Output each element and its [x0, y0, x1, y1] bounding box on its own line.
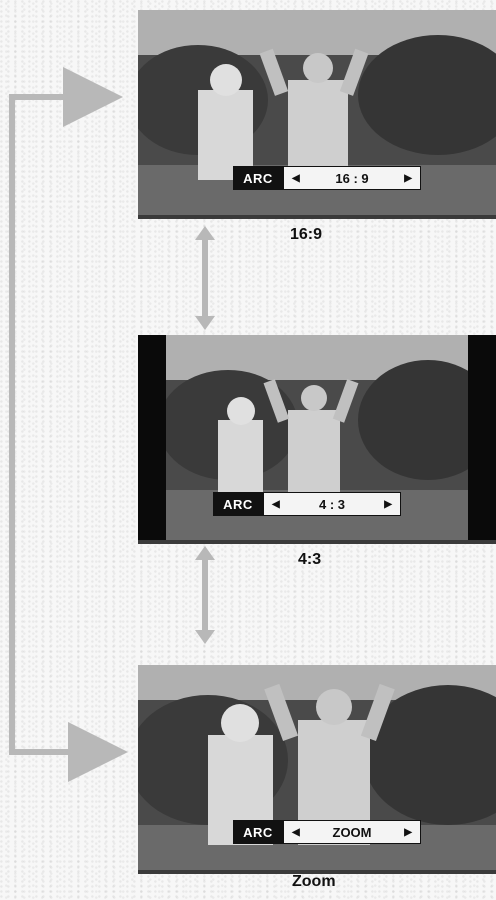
tv-screen-16-9: ARC ◀ 16 : 9 ▶: [138, 10, 496, 219]
arrow-169-43-down: [195, 316, 215, 330]
arrow-left-icon[interactable]: ◀: [292, 173, 300, 184]
arrow-43-zoom-down: [195, 630, 215, 644]
arc-value-box[interactable]: ◀ ZOOM ▶: [283, 820, 421, 844]
arc-osd-bar: ARC ◀ 16 : 9 ▶: [233, 166, 421, 190]
arc-value: 16 : 9: [335, 171, 368, 186]
arrow-right-icon[interactable]: ▶: [384, 499, 392, 510]
arc-label: ARC: [233, 820, 283, 844]
arrow-169-43-up: [195, 226, 215, 240]
arc-label: ARC: [233, 166, 283, 190]
tv-screen-zoom: ARC ◀ ZOOM ▶: [138, 665, 496, 874]
arc-label: ARC: [213, 492, 263, 516]
arc-osd-bar: ARC ◀ 4 : 3 ▶: [213, 492, 401, 516]
arc-value: ZOOM: [333, 825, 372, 840]
tv-screen-4-3: ARC ◀ 4 : 3 ▶: [138, 335, 496, 544]
arrow-right-icon[interactable]: ▶: [404, 173, 412, 184]
arrow-left-icon[interactable]: ◀: [292, 827, 300, 838]
arrow-43-zoom-up: [195, 546, 215, 560]
caption-16-9: 16:9: [290, 226, 322, 244]
arc-value-box[interactable]: ◀ 4 : 3 ▶: [263, 492, 401, 516]
caption-4-3: 4:3: [298, 551, 321, 569]
side-bar-right: [468, 335, 496, 540]
arc-value: 4 : 3: [319, 497, 345, 512]
arc-value-box[interactable]: ◀ 16 : 9 ▶: [283, 166, 421, 190]
caption-zoom: Zoom: [292, 873, 336, 891]
arc-osd-bar: ARC ◀ ZOOM ▶: [233, 820, 421, 844]
arrow-right-icon[interactable]: ▶: [404, 827, 412, 838]
loop-arrow: [12, 97, 120, 752]
arrow-left-icon[interactable]: ◀: [272, 499, 280, 510]
side-bar-left: [138, 335, 166, 540]
